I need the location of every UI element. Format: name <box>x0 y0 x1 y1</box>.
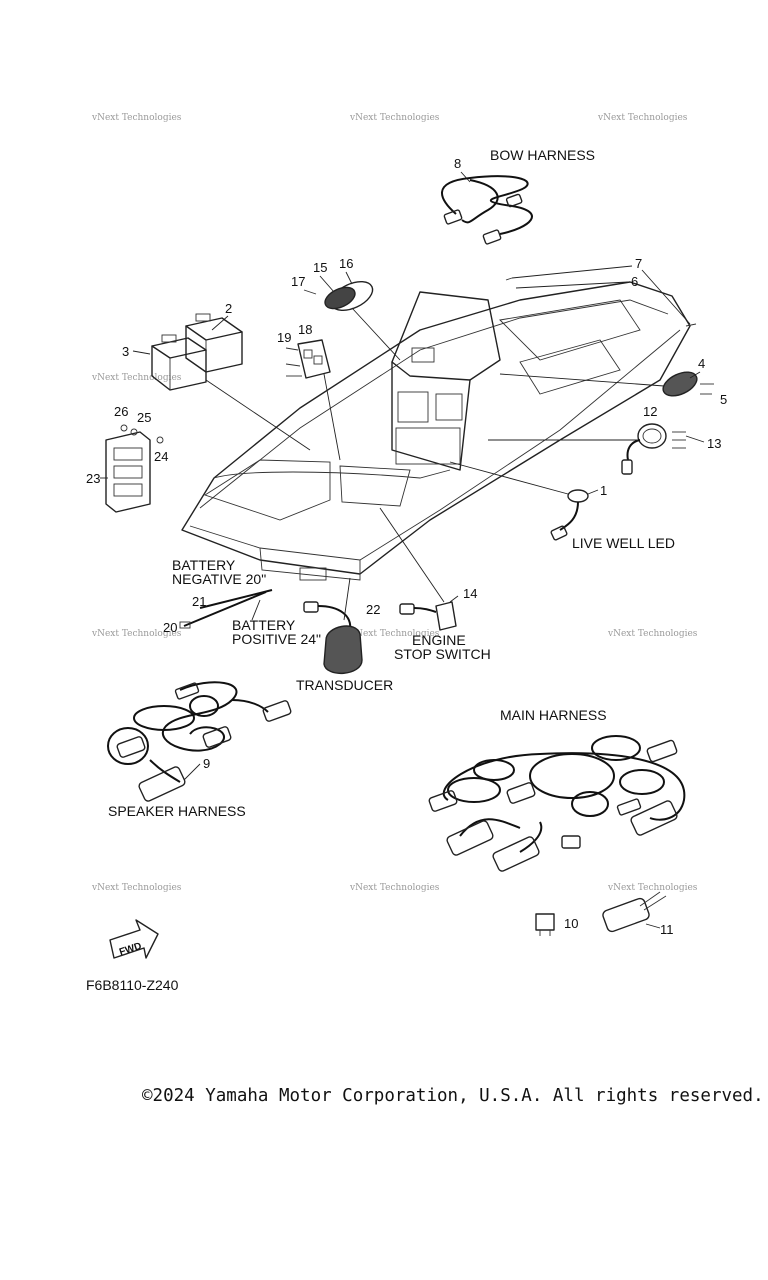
battery-cable-parts: BATTERY NEGATIVE 20" BATTERY POSITIVE 24… <box>163 557 321 647</box>
transducer-part: 22 TRANSDUCER <box>296 577 393 693</box>
fuse-box-parts: 26 25 24 23 <box>86 404 168 513</box>
watermark: vNext Technologies <box>349 883 440 893</box>
callout-24: 24 <box>154 449 168 464</box>
callout-9: 9 <box>203 756 210 771</box>
callout-11: 11 <box>660 922 674 937</box>
copyright-text: ©2024 Yamaha Motor Corporation, U.S.A. A… <box>142 1086 764 1106</box>
callout-23: 23 <box>86 471 100 486</box>
speaker-harness-part: 9 SPEAKER HARNESS <box>107 681 292 819</box>
live-well-led-label: LIVE WELL LED <box>572 535 675 551</box>
callout-14: 14 <box>463 586 477 601</box>
speaker-harness-label: SPEAKER HARNESS <box>108 803 246 819</box>
switch-panel-parts: 18 19 <box>277 322 341 461</box>
main-harness-part: MAIN HARNESS <box>428 707 686 872</box>
watermarks: vNext Technologies vNext Technologies vN… <box>91 113 698 893</box>
battery-negative-label: NEGATIVE 20" <box>172 571 266 587</box>
callout-5: 5 <box>720 392 727 407</box>
main-harness-label: MAIN HARNESS <box>500 707 607 723</box>
callout-4: 4 <box>698 356 705 371</box>
fwd-arrow-icon: FWD <box>109 919 159 959</box>
callout-2: 2 <box>225 301 232 316</box>
callout-7: 7 <box>635 256 642 271</box>
callout-1: 1 <box>600 483 607 498</box>
watermark: vNext Technologies <box>607 883 698 893</box>
callout-8: 8 <box>454 156 461 171</box>
speaker-grille-parts: 4 5 <box>499 356 727 407</box>
watermark: vNext Technologies <box>91 373 182 383</box>
diagram-code: F6B8110-Z240 <box>86 977 179 993</box>
battery-positive-label: POSITIVE 24" <box>232 631 321 647</box>
access-cover-parts: 15 16 17 <box>291 256 401 361</box>
boat-hull <box>181 281 691 581</box>
callout-22: 22 <box>366 602 380 617</box>
watermark: vNext Technologies <box>597 113 688 123</box>
callout-6: 6 <box>631 274 638 289</box>
callout-13: 13 <box>707 436 721 451</box>
callout-20: 20 <box>163 620 177 635</box>
callout-16: 16 <box>339 256 353 271</box>
battery-positive-label: BATTERY <box>232 617 296 633</box>
callout-19: 19 <box>277 330 291 345</box>
watermark: vNext Technologies <box>349 629 440 639</box>
light-parts: 12 13 <box>488 404 721 475</box>
watermark: vNext Technologies <box>91 629 182 639</box>
callout-3: 3 <box>122 344 129 359</box>
callout-17: 17 <box>291 274 305 289</box>
engine-stop-label: ENGINE <box>412 632 466 648</box>
callout-10: 10 <box>564 916 578 931</box>
callout-12: 12 <box>643 404 657 419</box>
small-fittings-parts: 7 6 <box>505 256 697 327</box>
connector-parts: 10 11 <box>535 891 674 937</box>
callout-25: 25 <box>137 410 151 425</box>
engine-stop-switch-part: 14 ENGINE STOP SWITCH <box>379 507 491 662</box>
bow-harness-part: BOW HARNESS 8 <box>441 147 595 245</box>
callout-18: 18 <box>298 322 312 337</box>
battery-negative-label: BATTERY <box>172 557 236 573</box>
watermark: vNext Technologies <box>607 629 698 639</box>
fwd-label: FWD <box>118 941 143 959</box>
callout-21: 21 <box>192 594 206 609</box>
bow-harness-label: BOW HARNESS <box>490 147 595 163</box>
callout-15: 15 <box>313 260 327 275</box>
engine-stop-label: STOP SWITCH <box>394 646 491 662</box>
watermark: vNext Technologies <box>349 113 440 123</box>
transducer-label: TRANSDUCER <box>296 677 393 693</box>
watermark: vNext Technologies <box>91 113 182 123</box>
battery-box-parts: 2 3 <box>122 301 311 451</box>
live-well-led-part: 1 LIVE WELL LED <box>449 461 675 551</box>
watermark: vNext Technologies <box>91 883 182 893</box>
callout-26: 26 <box>114 404 128 419</box>
